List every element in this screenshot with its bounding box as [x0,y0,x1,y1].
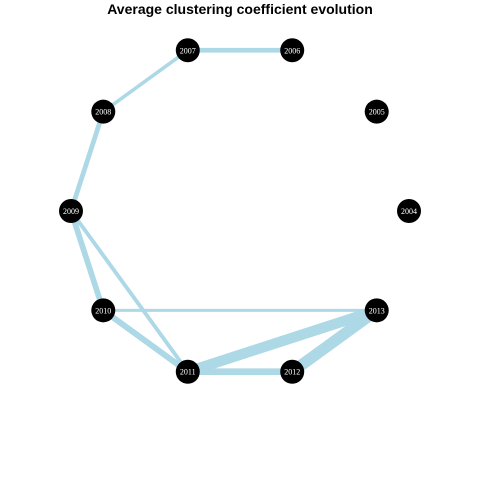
edge-2011-2013 [186,305,379,377]
node-label: 2012 [284,368,300,377]
node-label: 2008 [95,108,111,117]
edge-layer [68,47,381,377]
chart-title: Average clustering coefficient evolution [107,1,373,17]
node-label: 2007 [180,46,196,55]
node-2005: 2005 [364,99,389,124]
node-2009: 2009 [59,199,83,223]
node-circle [91,298,116,323]
node-circle [364,99,389,124]
edge-2009-2011 [69,209,190,373]
node-2012: 2012 [280,359,305,384]
edge-2012-2013 [288,305,381,377]
node-2010: 2010 [91,298,116,323]
node-label: 2011 [180,368,196,377]
node-circle [175,359,200,384]
node-circle [280,38,305,63]
node-circle [59,199,83,223]
node-2008: 2008 [91,99,116,124]
node-circle [364,298,389,323]
node-label: 2013 [369,306,385,315]
edge-2009-2010 [68,210,106,312]
node-2013: 2013 [364,298,389,323]
node-2004: 2004 [397,199,421,223]
edge-2010-2011 [101,307,190,375]
node-circle [91,99,116,124]
node-label: 2009 [63,207,79,216]
node-layer: 2004 2005 2006 2007 2008 2009 2010 2011 2012 2013 [59,38,421,384]
node-label: 2005 [369,108,385,117]
node-label: 2004 [401,207,417,216]
edge-2008-2009 [68,110,106,212]
node-circle [397,199,421,223]
node-label: 2010 [95,306,111,315]
node-circle [280,359,305,384]
edge-2007-2008 [102,48,189,114]
node-2006: 2006 [280,38,305,63]
node-2011: 2011 [175,359,200,384]
node-2007: 2007 [175,38,200,63]
node-circle [175,38,200,63]
node-label: 2006 [284,46,300,55]
